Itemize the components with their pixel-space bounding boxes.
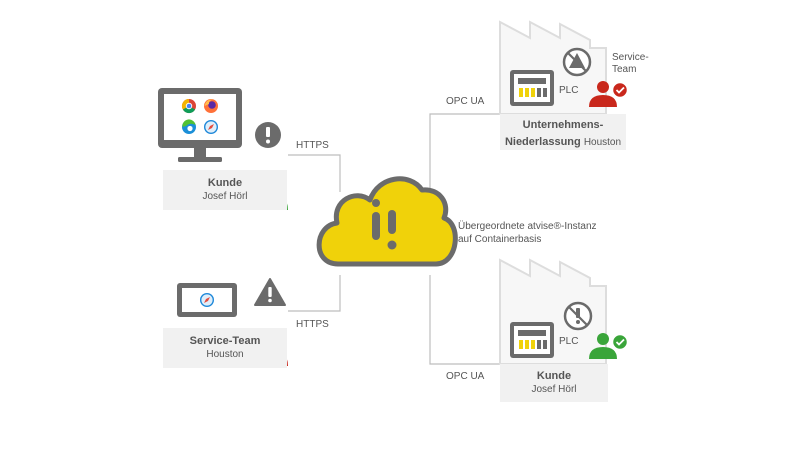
customer-card-bottom-right: Kunde Josef Hörl	[500, 364, 608, 402]
cloud-icon	[316, 176, 458, 267]
service-user-icon-red	[589, 81, 629, 107]
cloud-description-line2: auf Containerbasis	[458, 234, 542, 245]
warning-circle-icon-bottom	[563, 301, 593, 331]
card-subtitle: Josef Hörl	[531, 384, 577, 395]
warning-triangle-icon	[254, 278, 286, 306]
service-team-label-line1: Service-	[612, 52, 649, 63]
chrome-icon	[181, 98, 196, 114]
warning-circle-icon-top	[562, 47, 592, 77]
line-bottom-right	[429, 275, 500, 365]
exclamation-icon	[255, 122, 281, 148]
card-subtitle: Josef Hörl	[202, 191, 248, 202]
edge-icon	[182, 119, 196, 134]
firefox-icon	[204, 99, 218, 113]
line-top-left	[288, 154, 341, 192]
safari-icon	[204, 120, 218, 134]
safari-icon	[200, 293, 214, 307]
plc-label-bottom: PLC	[559, 336, 579, 347]
plc-icon-top	[510, 70, 554, 106]
plc-icon-bottom	[510, 322, 554, 358]
branch-card: Unternehmens- Niederlassung Houston	[500, 114, 626, 150]
card-title: Kunde	[536, 370, 572, 382]
https-label-top: HTTPS	[296, 140, 329, 151]
opc-ua-label-top: OPC UA	[446, 96, 485, 107]
card-title: Kunde	[207, 177, 243, 189]
card-subtitle: Houston	[206, 349, 244, 360]
customer-card-top-left: Kunde Josef Hörl	[163, 170, 287, 210]
connection-lines	[288, 113, 500, 365]
https-label-bottom: HTTPS	[296, 319, 329, 330]
opc-ua-label-bottom: OPC UA	[446, 371, 485, 382]
card-subtitle: Houston	[583, 137, 622, 148]
card-title-line2: Niederlassung Houston	[504, 136, 622, 148]
cloud-description-line1: Übergeordnete atvise®-Instanz	[458, 221, 597, 232]
line-top-right	[429, 113, 500, 192]
card-title-line1: Unternehmens-	[522, 119, 604, 131]
card-title: Service-Team	[189, 335, 261, 347]
service-team-card: Service-Team Houston	[163, 328, 287, 368]
service-team-label-line2: Team	[612, 64, 637, 75]
monitor-icon	[158, 88, 242, 162]
plc-label-top: PLC	[559, 85, 579, 96]
line-bottom-left	[288, 275, 341, 312]
customer-user-icon-green	[589, 333, 629, 359]
